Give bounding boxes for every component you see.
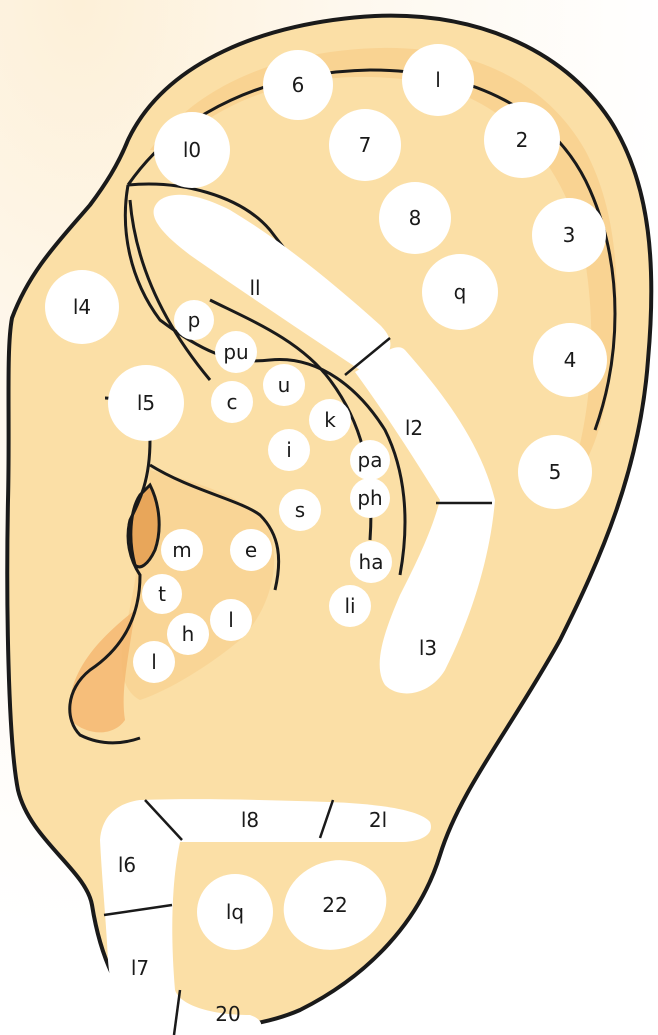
point-label-16: l6 [118, 853, 136, 877]
point-label-18: l8 [241, 808, 259, 832]
point-label-14: l4 [73, 295, 91, 319]
point-label-2: 2 [516, 128, 529, 152]
point-label-10: l0 [183, 138, 201, 162]
point-label-li: li [344, 594, 355, 618]
point-label-13: l3 [419, 636, 437, 660]
point-label-5: 5 [549, 460, 562, 484]
point-label-k: k [324, 408, 336, 432]
point-label-21: 2l [369, 808, 387, 832]
point-label-17: l7 [131, 956, 149, 980]
point-label-ha: ha [359, 550, 384, 574]
point-label-9: q [454, 280, 467, 304]
point-label-12: l2 [405, 416, 423, 440]
point-label-l-lower: l [151, 650, 157, 674]
point-label-20: 20 [215, 1002, 240, 1026]
point-label-ph: ph [357, 486, 382, 510]
point-label-l-upper: l [228, 608, 234, 632]
point-label-11: ll [249, 276, 260, 300]
point-label-t: t [158, 582, 166, 606]
point-label-pu: pu [223, 340, 248, 364]
point-label-s: s [295, 498, 305, 522]
point-label-8: 8 [409, 206, 422, 230]
point-label-7: 7 [359, 133, 372, 157]
point-label-p: p [188, 308, 201, 332]
point-label-i: i [286, 438, 292, 462]
point-label-3: 3 [563, 223, 576, 247]
point-label-1: l [435, 68, 441, 92]
point-label-19: lq [226, 900, 244, 924]
point-label-15: l5 [137, 391, 155, 415]
point-label-pa: pa [358, 448, 383, 472]
point-label-u: u [278, 373, 291, 397]
point-label-6: 6 [292, 73, 305, 97]
point-label-e: e [245, 538, 257, 562]
point-label-c: c [227, 390, 238, 414]
point-label-22: 22 [322, 893, 347, 917]
point-label-h: h [182, 622, 195, 646]
point-label-4: 4 [564, 348, 577, 372]
point-label-m: m [172, 538, 191, 562]
